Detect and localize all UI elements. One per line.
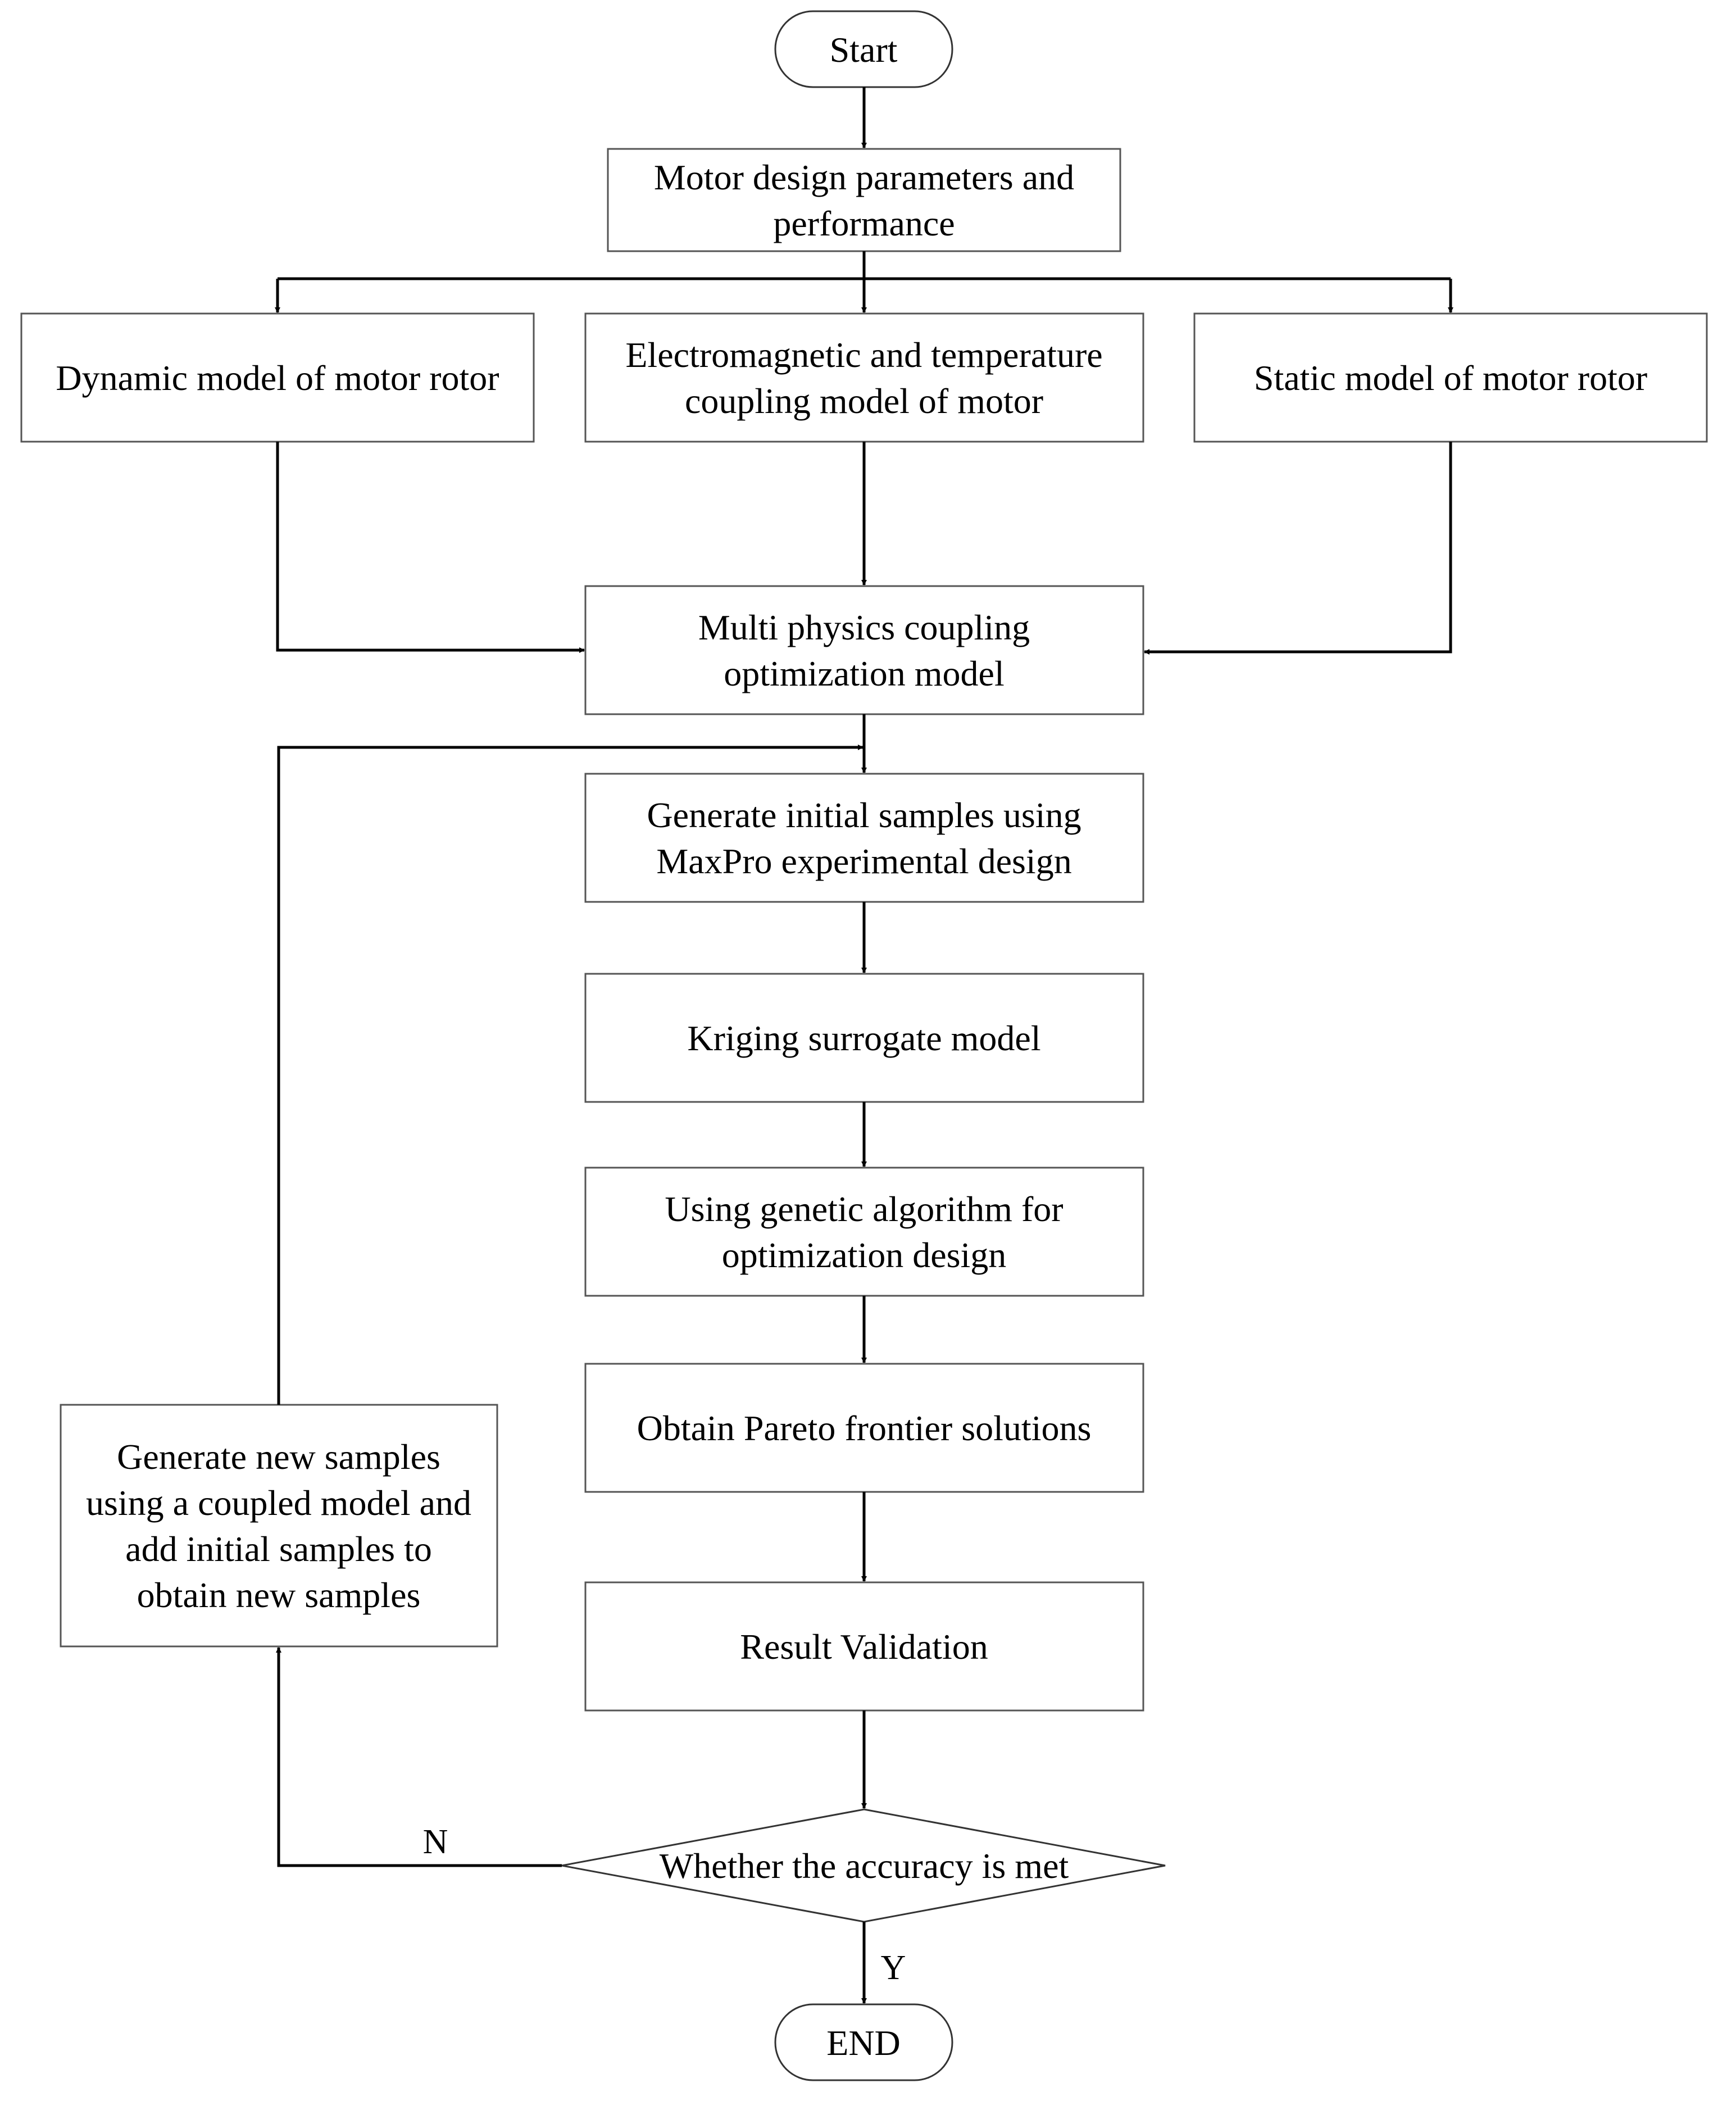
label-line: Dynamic model of motor rotor xyxy=(56,358,499,398)
label-line: using a coupled model and xyxy=(86,1483,471,1523)
node-end: END xyxy=(774,2003,953,2081)
node-dynamic-model-label: Dynamic model of motor rotor xyxy=(56,358,499,398)
label-line: Motor design parameters and xyxy=(654,157,1074,197)
node-result-validation: Result Validation xyxy=(584,1581,1144,1712)
node-end-label: END xyxy=(826,2023,901,2063)
edge-label-yes: Y xyxy=(881,1949,906,1987)
label-line: coupling model of motor xyxy=(685,381,1043,421)
label-line: Using genetic algorithm for xyxy=(665,1189,1063,1229)
node-pareto-solutions: Obtain Pareto frontier solutions xyxy=(584,1363,1144,1493)
node-dynamic-model: Dynamic model of motor rotor xyxy=(20,312,535,443)
node-motor-design-parameters-label: Motor design parameters and performance xyxy=(654,157,1074,243)
node-kriging-model: Kriging surrogate model xyxy=(584,973,1144,1103)
node-new-samples-label: Generate new samples using a coupled mode… xyxy=(86,1437,471,1615)
label-line: Obtain Pareto frontier solutions xyxy=(637,1408,1092,1448)
label-line: optimization design xyxy=(722,1235,1007,1275)
node-motor-design-parameters: Motor design parameters and performance xyxy=(607,148,1121,252)
node-multi-physics-model-label: Multi physics coupling optimization model xyxy=(698,607,1030,693)
label-line: performance xyxy=(773,203,955,243)
label-line: Whether the accuracy is met xyxy=(660,1846,1069,1886)
node-kriging-model-label: Kriging surrogate model xyxy=(687,1018,1040,1058)
label-line: add initial samples to xyxy=(125,1529,432,1569)
label-line: Generate initial samples using xyxy=(647,795,1081,835)
node-start-label: Start xyxy=(830,30,898,70)
node-electromagnetic-temperature-model-label: Electromagnetic and temperature coupling … xyxy=(625,335,1102,421)
node-accuracy-decision: Whether the accuracy is met xyxy=(561,1808,1166,1923)
node-pareto-solutions-label: Obtain Pareto frontier solutions xyxy=(637,1408,1092,1448)
edge-label-no: N xyxy=(423,1823,448,1861)
label-line: MaxPro experimental design xyxy=(656,841,1071,881)
node-multi-physics-model: Multi physics coupling optimization model xyxy=(584,585,1144,715)
edge-new-samples-loop-back xyxy=(277,745,864,1405)
label-line: Electromagnetic and temperature xyxy=(625,335,1102,375)
edge-decision-to-new-samples xyxy=(276,1647,562,1867)
label-line: Multi physics coupling xyxy=(698,607,1030,647)
node-static-model-label: Static model of motor rotor xyxy=(1254,358,1647,398)
node-accuracy-decision-label: Whether the accuracy is met xyxy=(660,1846,1069,1886)
node-genetic-algorithm-label: Using genetic algorithm for optimization … xyxy=(665,1189,1063,1275)
label-line: obtain new samples xyxy=(137,1575,421,1615)
node-static-model: Static model of motor rotor xyxy=(1193,312,1708,443)
label-line: Generate new samples xyxy=(117,1437,440,1477)
label-line: Static model of motor rotor xyxy=(1254,358,1647,398)
edge-static-to-multi xyxy=(1144,442,1452,655)
label-line: Start xyxy=(830,30,898,70)
label-line: END xyxy=(826,2023,901,2063)
label-line: Kriging surrogate model xyxy=(687,1018,1040,1058)
label-line: optimization model xyxy=(724,654,1004,693)
node-result-validation-label: Result Validation xyxy=(740,1627,988,1667)
label-line: Result Validation xyxy=(740,1627,988,1667)
node-genetic-algorithm: Using genetic algorithm for optimization … xyxy=(584,1167,1144,1297)
node-new-samples: Generate new samples using a coupled mode… xyxy=(60,1404,498,1648)
edge-dynamic-to-multi xyxy=(276,442,585,653)
node-start: Start xyxy=(774,10,953,88)
node-electromagnetic-temperature-model: Electromagnetic and temperature coupling … xyxy=(584,312,1144,443)
